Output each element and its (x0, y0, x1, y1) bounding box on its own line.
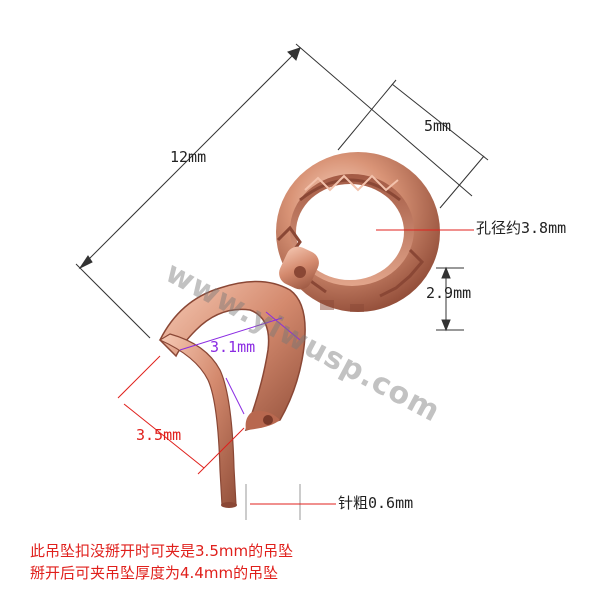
clip (158, 280, 306, 508)
length-label: 12mm (170, 148, 207, 166)
dimension-lines (75, 43, 489, 520)
ring-thickness-label: 2.9mm (426, 284, 472, 302)
hole-diameter-label: 孔径约3.8mm (476, 219, 567, 237)
usage-note: 此吊坠扣没掰开时可夹是3.5mm的吊坠 掰开后可夹吊坠厚度为4.4mm的吊坠 (30, 540, 293, 584)
usage-note-line-1: 此吊坠扣没掰开时可夹是3.5mm的吊坠 (30, 542, 294, 560)
connector (279, 246, 319, 290)
ring (276, 152, 440, 312)
ring-width-label: 5mm (424, 117, 452, 135)
pin-thickness-label: 针粗0.6mm (338, 494, 414, 512)
clip-gap-label: 3.5mm (136, 426, 182, 444)
annotation-lines-purple (179, 311, 301, 415)
usage-note-line-2: 掰开后可夹吊坠厚度为4.4mm的吊坠 (30, 564, 279, 582)
annotation-lines-red (117, 229, 474, 505)
clip-inner-label: 3.1mm (210, 338, 256, 356)
